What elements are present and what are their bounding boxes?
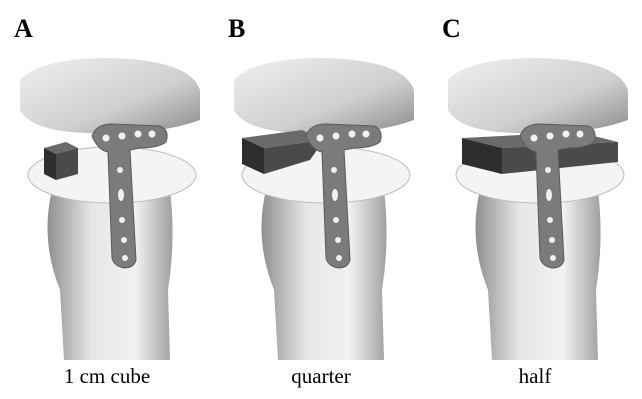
- tibia-model-b: [214, 40, 428, 360]
- panel-c: C: [428, 0, 642, 399]
- panel-b: B: [214, 0, 428, 399]
- panel-caption: quarter: [214, 364, 428, 389]
- tibia-model-c: [428, 40, 642, 360]
- tibial-plateau: [234, 58, 414, 134]
- tibial-plateau: [448, 58, 628, 134]
- tibia-model-a: [0, 40, 214, 360]
- panel-a: A: [0, 0, 214, 399]
- tibial-plateau: [20, 58, 200, 134]
- panel-caption: 1 cm cube: [0, 364, 214, 389]
- cube-wedge: [44, 142, 78, 180]
- panel-caption: half: [428, 364, 642, 389]
